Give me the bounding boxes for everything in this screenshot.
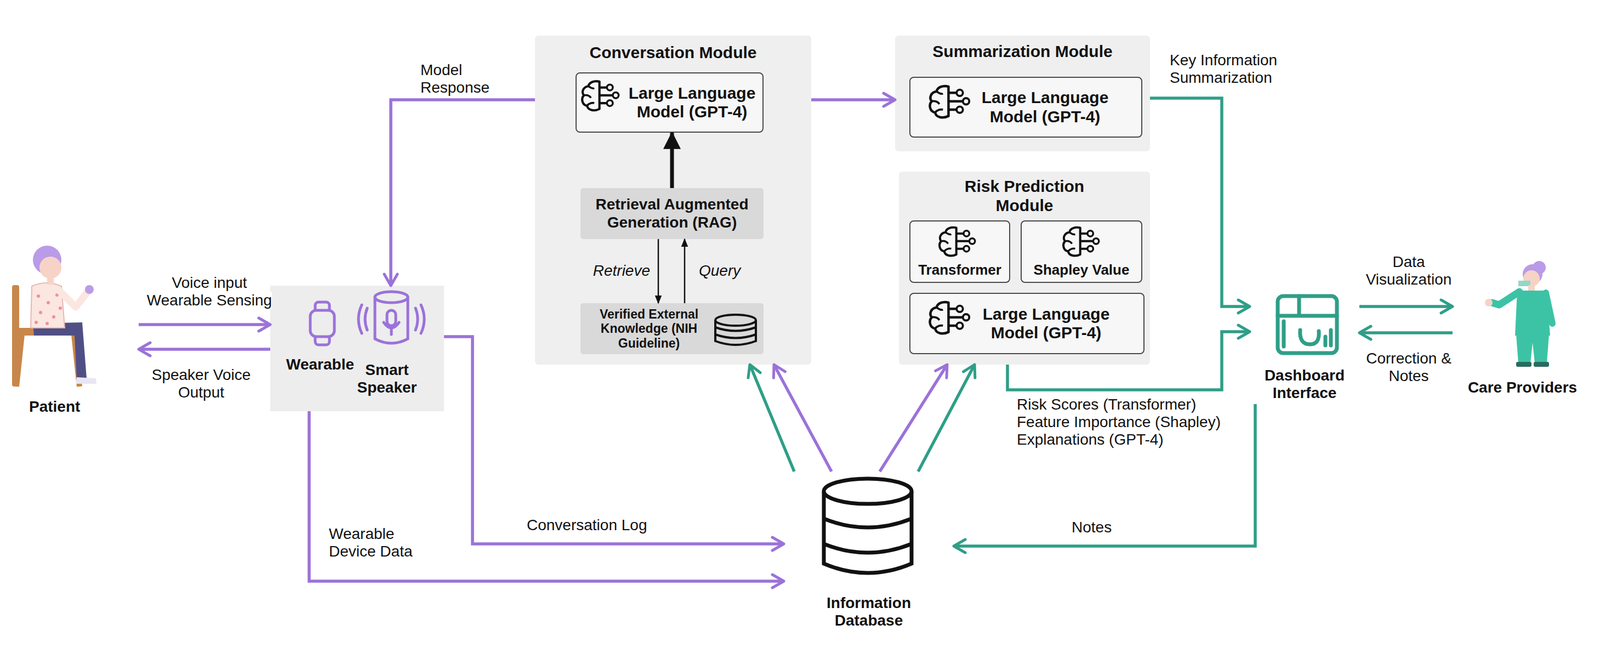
edge-label-text: Voice input Wearable Sensing <box>146 274 272 309</box>
node-label: Verified External Knowledge (NIH Guideli… <box>584 306 714 351</box>
llm-icon <box>930 302 970 334</box>
edge-label-text: Risk Scores (Transformer) Feature Import… <box>1016 395 1221 448</box>
database-node: Information Database <box>783 471 954 632</box>
node-label: Patient <box>29 397 139 416</box>
model-box: Shapley Value <box>1020 220 1143 283</box>
connector-arrow <box>773 364 832 472</box>
edge-label-text: Model Response <box>420 61 490 96</box>
edge-label-text: Conversation Log <box>526 516 647 534</box>
connector-arrow <box>879 364 948 472</box>
edge-label: Query <box>698 262 760 280</box>
model-box: Transformer <box>909 220 1011 283</box>
edge-label-text: Retrieve <box>593 262 651 279</box>
module-panel: Conversation ModuleLarge Language Model … <box>534 35 812 365</box>
node-label: Wearable <box>278 355 362 374</box>
model-box: Large Language Model (GPT-4) <box>909 292 1145 355</box>
connector-arrow <box>138 347 271 351</box>
node-label: Retrieval Augmented Generation (RAG) <box>584 195 760 231</box>
edge-label: Notes <box>1071 518 1154 537</box>
care-provider-figure <box>1484 260 1553 367</box>
process-box: Retrieval Augmented Generation (RAG) <box>580 188 764 239</box>
module-panel: Risk Prediction ModuleTransformer Shapley… <box>898 171 1150 365</box>
connector-arrow <box>309 411 784 582</box>
dashboard-icon <box>1277 295 1337 353</box>
connector-arrow <box>684 238 686 304</box>
edge-label: Data Visualization <box>1359 253 1459 289</box>
connector-arrow <box>138 322 271 327</box>
node-label: Dashboard Interface <box>1249 366 1360 402</box>
edge-label-text: Speaker Voice Output <box>151 366 252 401</box>
device-box: WearableSmart Speaker <box>270 285 444 412</box>
edge-label: Voice input Wearable Sensing <box>140 274 278 310</box>
connector-arrow <box>1359 304 1453 309</box>
node-label: Shapley Value <box>1023 262 1140 279</box>
node-label: Summarization Module <box>900 42 1145 62</box>
connector-arrow <box>1149 98 1250 307</box>
edge-label-text: Data Visualization <box>1365 253 1453 288</box>
edge-label-text: Key Information Summarization <box>1169 51 1278 87</box>
edge-label-text: Notes <box>1071 518 1112 536</box>
connector-arrow <box>670 132 675 189</box>
node-label: Conversation Module <box>540 43 806 63</box>
edge-label: Key Information Summarization <box>1169 51 1296 87</box>
edge-label: Wearable Device Data <box>328 525 425 561</box>
speaker-icon <box>358 291 425 344</box>
connector-arrow <box>918 364 975 472</box>
node-label: Risk Prediction Module <box>948 177 1101 215</box>
node-label: Transformer <box>912 262 1007 279</box>
edge-label-text: Wearable Device Data <box>328 525 413 560</box>
node-label: Information Database <box>811 594 927 630</box>
edge-label: Correction & Notes <box>1364 349 1453 385</box>
edge-label-text: Query <box>698 262 741 279</box>
patient-figure <box>12 245 97 387</box>
llm-icon <box>582 81 619 111</box>
llm-icon <box>930 86 970 118</box>
knowledge-db-icon <box>715 314 756 345</box>
connector-arrow <box>1359 331 1453 335</box>
connector-arrow <box>811 98 896 102</box>
edge-label: Retrieve <box>578 262 651 280</box>
edge-label: Risk Scores (Transformer) Feature Import… <box>1016 395 1242 449</box>
edge-label: Conversation Log <box>526 516 692 534</box>
model-box: Large Language Model (GPT-4) <box>575 72 764 133</box>
edge-label: Speaker Voice Output <box>143 366 259 402</box>
knowledge-box: Verified External Knowledge (NIH Guideli… <box>580 303 764 355</box>
connector-arrow <box>390 99 535 286</box>
connector-arrow <box>443 336 784 544</box>
dashboard-node: Dashboard Interface <box>1249 290 1360 404</box>
watch-icon <box>310 302 335 345</box>
node-label: Large Language Model (GPT-4) <box>970 88 1120 127</box>
edge-label: Model Response <box>420 61 509 97</box>
connector-arrow <box>749 364 795 472</box>
module-panel: Summarization ModuleLarge Language Model… <box>895 35 1150 152</box>
node-label: Large Language Model (GPT-4) <box>970 304 1122 343</box>
node-label: Large Language Model (GPT-4) <box>625 83 759 122</box>
actor-node: Care Providers <box>1452 257 1593 399</box>
connector-arrow <box>1007 331 1250 390</box>
transformer-icon <box>939 227 976 256</box>
connector-arrow <box>657 238 660 304</box>
shapley-icon <box>1063 227 1100 256</box>
node-label: Care Providers <box>1452 378 1593 397</box>
actor-node: Patient <box>4 246 139 418</box>
edge-label-text: Correction & Notes <box>1365 349 1452 385</box>
node-label: Smart Speaker <box>345 361 429 397</box>
database-icon <box>823 478 912 573</box>
model-box: Large Language Model (GPT-4) <box>909 76 1143 138</box>
